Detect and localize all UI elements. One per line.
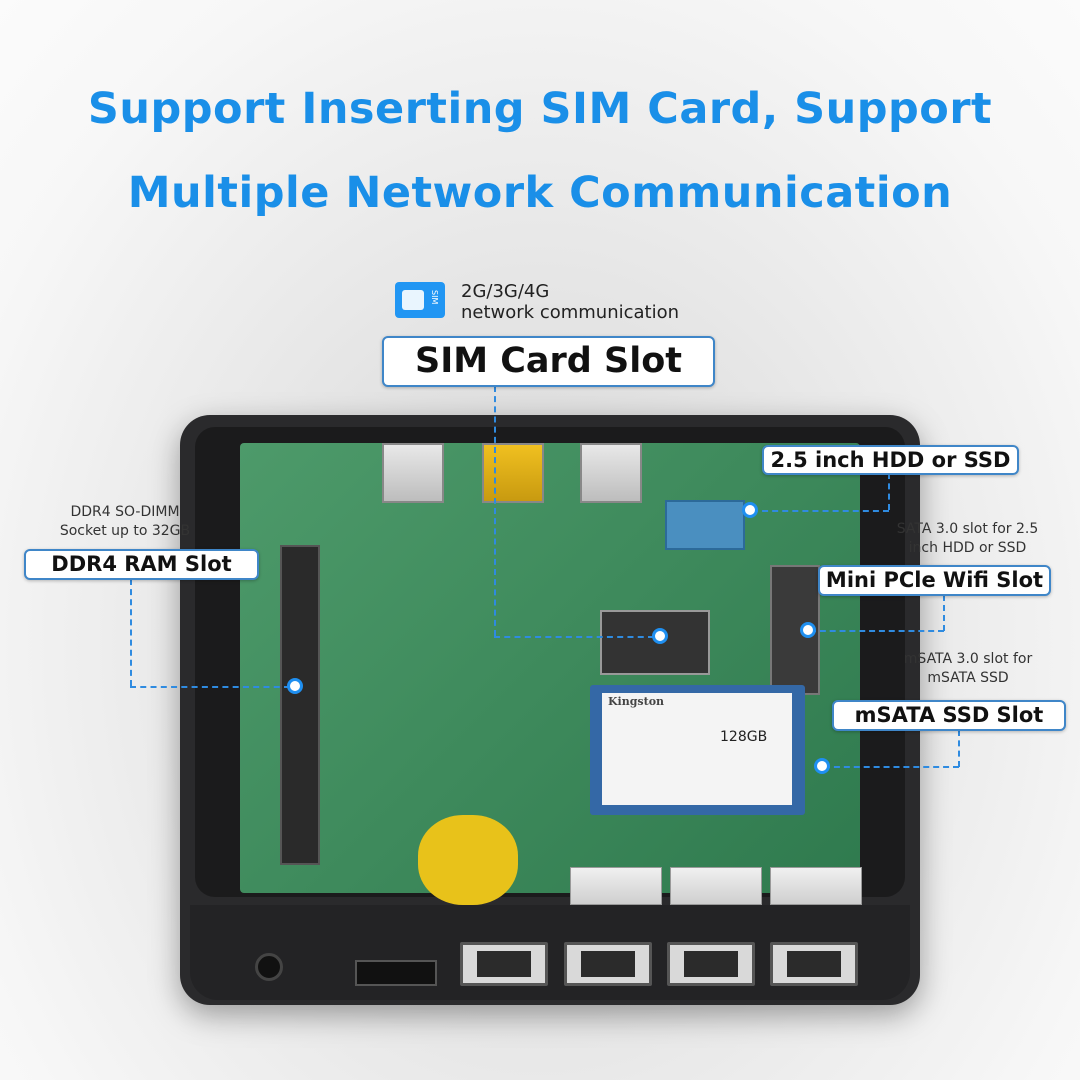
sim-slot-marker xyxy=(652,628,668,644)
hdmi-port xyxy=(355,960,437,986)
ram-note-line1: DDR4 SO-DIMM xyxy=(70,504,180,520)
sim-card-slot-label: SIM Card Slot xyxy=(382,336,715,387)
ram-slot xyxy=(280,545,320,865)
sim-card-icon: SIM xyxy=(395,282,445,318)
usb-port xyxy=(482,443,544,503)
hdd-note-line2: inch HDD or SSD xyxy=(908,540,1027,556)
lan-jack xyxy=(770,867,862,905)
sim-info-line2: network communication xyxy=(461,302,680,323)
ethernet-port-1 xyxy=(460,942,548,986)
sim-icon-text: SIM xyxy=(430,290,439,305)
headline-line2: Multiple Network Communication xyxy=(127,168,953,218)
lan-jack xyxy=(670,867,762,905)
msata-marker xyxy=(814,758,830,774)
motherboard xyxy=(240,443,860,893)
ram-note-line2: Socket up to 32GB xyxy=(59,523,191,539)
ram-marker xyxy=(287,678,303,694)
msata-ssd: Kingston 128GB xyxy=(590,685,805,815)
hdd-marker xyxy=(742,502,758,518)
lan-jack xyxy=(570,867,662,905)
hdd-note: SATA 3.0 slot for 2.5 inch HDD or SSD xyxy=(880,520,1055,558)
ethernet-port-3 xyxy=(667,942,755,986)
ssd-capacity: 128GB xyxy=(720,729,768,745)
ethernet-port-4 xyxy=(770,942,858,986)
hdd-label: 2.5 inch HDD or SSD xyxy=(762,445,1019,475)
ddr4-ram-slot-label: DDR4 RAM Slot xyxy=(24,549,259,580)
msata-note: mSATA 3.0 slot for mSATA SSD xyxy=(893,650,1043,688)
usb-port xyxy=(382,443,444,503)
msata-note-line2: mSATA SSD xyxy=(927,670,1009,686)
mini-pcie-wifi-label: Mini PCle Wifi Slot xyxy=(818,565,1051,596)
msata-note-line1: mSATA 3.0 slot for xyxy=(903,651,1033,667)
headline-line1: Support Inserting SIM Card, Support xyxy=(87,84,993,134)
ssd-brand: Kingston xyxy=(608,695,665,708)
sata-connector xyxy=(665,500,745,550)
cmos-battery xyxy=(418,815,518,905)
power-jack xyxy=(255,953,283,981)
ram-note: DDR4 SO-DIMM Socket up to 32GB xyxy=(50,503,200,541)
usb-port xyxy=(580,443,642,503)
wifi-marker xyxy=(800,622,816,638)
ethernet-port-2 xyxy=(564,942,652,986)
mini-pc: Kingston 128GB xyxy=(180,415,920,1005)
sim-info-line1: 2G/3G/4G xyxy=(461,281,550,302)
msata-ssd-label: mSATA SSD Slot xyxy=(832,700,1066,731)
hdd-note-line1: SATA 3.0 slot for 2.5 xyxy=(896,521,1039,537)
